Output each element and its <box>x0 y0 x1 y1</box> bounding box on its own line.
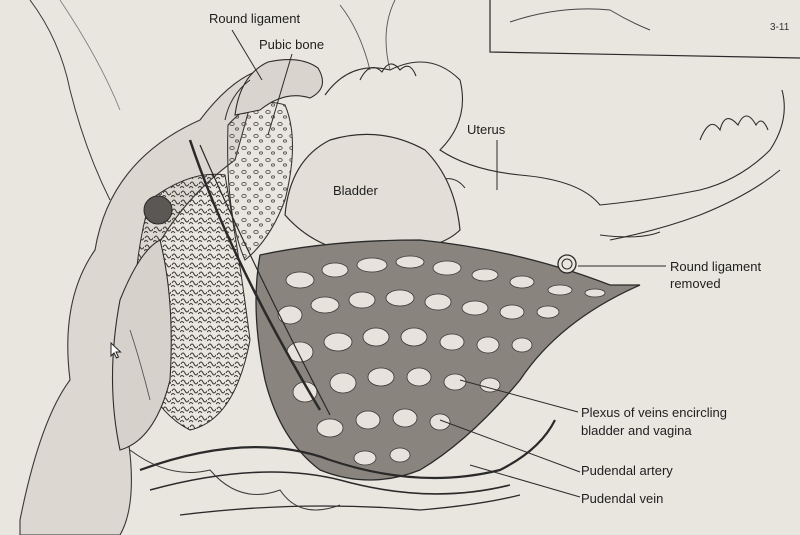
venous-plexus <box>255 239 641 481</box>
mouse-pointer-icon <box>110 342 122 359</box>
label-round-ligament-removed-line1: Round ligament <box>670 259 762 274</box>
inset-frame <box>489 0 800 59</box>
label-plexus-line1: Plexus of veins encircling <box>581 405 727 420</box>
label-pudendal-vein: Pudendal vein <box>581 491 664 506</box>
label-bladder: Bladder <box>333 183 378 198</box>
vulva-region <box>111 173 251 451</box>
round-ligament-structure <box>224 59 324 121</box>
round-ligament-stump <box>557 254 577 274</box>
leader-lines <box>231 29 666 498</box>
uterus-outline <box>324 0 785 241</box>
label-pudendal-artery: Pudendal artery <box>581 463 673 478</box>
label-uterus: Uterus <box>467 122 506 137</box>
label-round-ligament: Round ligament <box>209 11 301 26</box>
figure-number: 3-11 <box>770 22 790 33</box>
label-round-ligament-removed-line2: removed <box>670 276 721 291</box>
label-plexus-line2: bladder and vagina <box>581 423 692 438</box>
pudendal-vessels <box>129 139 556 516</box>
label-pubic-bone: Pubic bone <box>259 37 325 52</box>
pubic-bone <box>227 101 294 261</box>
